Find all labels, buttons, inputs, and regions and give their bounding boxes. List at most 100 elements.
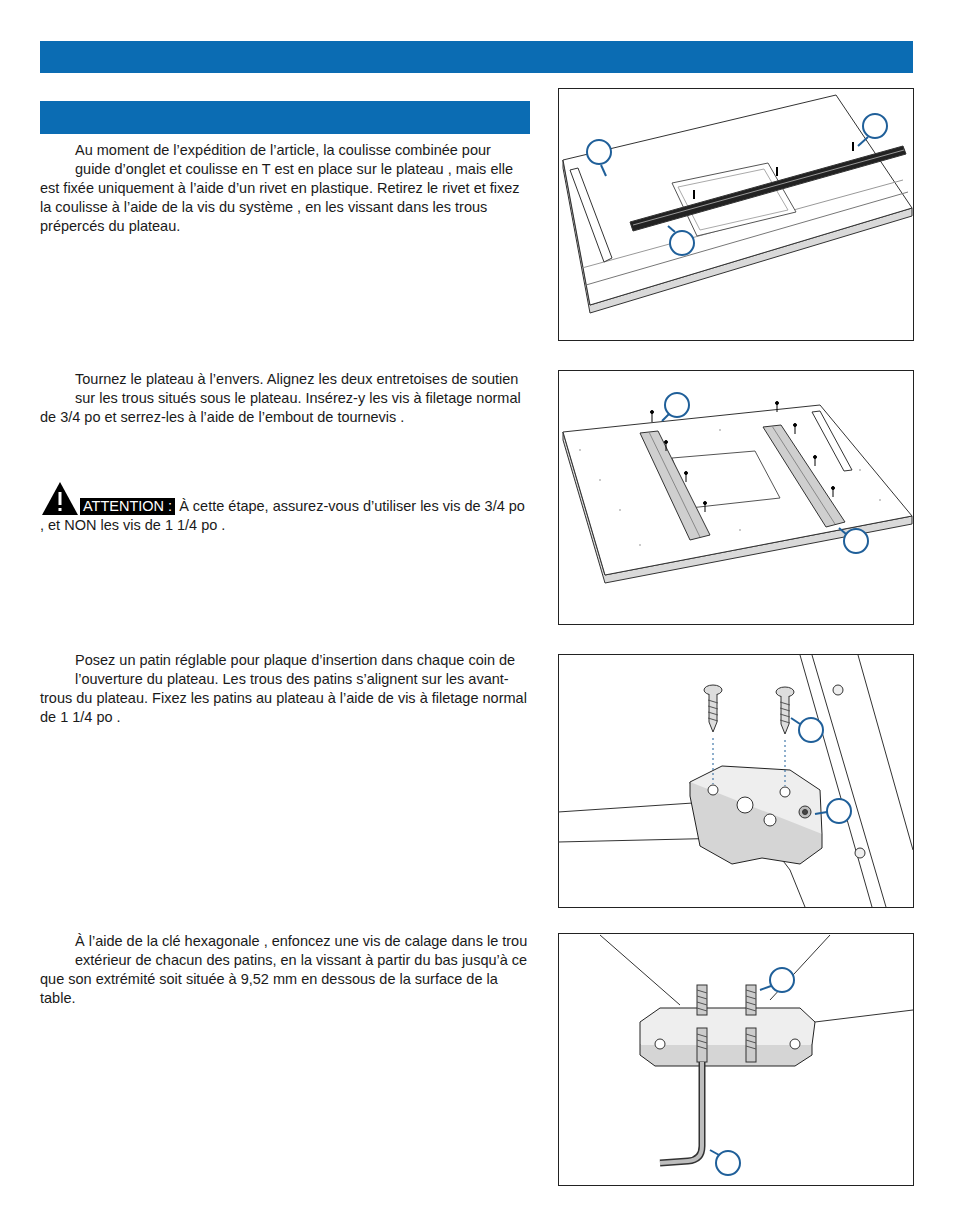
callout-circle xyxy=(716,1151,740,1175)
support-rails-figure xyxy=(640,431,710,540)
set-screw-figure xyxy=(640,1045,812,1066)
support-rails-figure xyxy=(832,487,835,490)
set-screw-figure xyxy=(697,990,756,1049)
warning-note: ATTENTION :À cette étape, assurez-vous d… xyxy=(40,497,530,535)
callout-circle xyxy=(665,393,689,417)
instruction-paragraph: Tournez le plateau à l’envers. Alignez l… xyxy=(40,370,530,427)
set-screw-figure xyxy=(655,1039,665,1049)
support-rails-figure xyxy=(579,449,581,451)
warning-symbol xyxy=(59,508,62,511)
table-top-figure xyxy=(563,95,912,305)
insert-pad-figure xyxy=(708,700,718,721)
insert-pad-figure xyxy=(709,694,717,732)
insert-pad-figure xyxy=(780,787,790,797)
insert-pad-figure xyxy=(803,810,808,815)
instruction-paragraph: Posez un patin réglable pour plaque d’in… xyxy=(40,651,530,727)
header-bar xyxy=(40,41,913,73)
set-screw-figure xyxy=(600,935,680,1005)
set-screw-figure xyxy=(660,1062,702,1163)
insert-pad-figure xyxy=(858,655,913,850)
instruction-text: Tournez le plateau à l’envers. Alignez l… xyxy=(40,371,521,425)
instruction-text: À l’aide de la clé hexagonale , enfoncez… xyxy=(40,933,527,1006)
callout-circle xyxy=(827,799,851,823)
table-top-figure xyxy=(630,146,906,231)
header-bar xyxy=(40,101,530,134)
indent-spacer xyxy=(40,141,75,179)
set-screw-figure xyxy=(746,1028,756,1062)
insert-pad-figure xyxy=(780,702,790,723)
insert-pad-figure xyxy=(800,655,872,907)
table-top-figure xyxy=(693,190,695,199)
insert-pad-figure xyxy=(764,814,776,826)
callout-circle xyxy=(799,718,823,742)
indent-spacer xyxy=(40,932,75,970)
support-rails-figure xyxy=(812,411,852,471)
support-rails-figure xyxy=(649,432,700,537)
insert-pad-figure xyxy=(785,740,786,786)
warning-symbol xyxy=(42,482,78,515)
insert-pad-figure xyxy=(708,785,718,795)
support-rails-figure xyxy=(563,405,912,575)
support-rails-figure xyxy=(794,424,797,427)
insert-pad-figure xyxy=(799,806,811,818)
support-rails-figure xyxy=(619,509,621,511)
support-rails-figure xyxy=(599,479,601,481)
callout-circle xyxy=(839,528,846,534)
insert-pad-figure xyxy=(776,687,794,697)
callout-circle xyxy=(760,986,771,990)
callout-circle xyxy=(858,137,868,146)
insert-pad-figure xyxy=(833,685,843,695)
insert-pad-figure xyxy=(855,848,865,858)
support-rails-figure xyxy=(776,402,779,405)
warning-symbol xyxy=(42,482,78,515)
figure-frame xyxy=(559,934,914,1186)
support-rails-figure xyxy=(651,402,835,513)
warning-symbol xyxy=(59,492,62,505)
table-top-figure xyxy=(570,168,612,262)
callout-circle xyxy=(844,529,868,553)
set-screw-figure xyxy=(600,935,913,1163)
insert-pad-figure xyxy=(690,782,822,864)
support-rails-figure xyxy=(665,441,668,444)
table-top-figure xyxy=(633,150,904,225)
instruction-paragraph: Au moment de l’expédition de l’article, … xyxy=(40,141,530,236)
instruction-text: Au moment de l’expédition de l’article, … xyxy=(40,142,520,234)
instruction-text: Posez un patin réglable pour plaque d’in… xyxy=(40,652,527,725)
support-rails-figure xyxy=(685,472,688,475)
support-rails-figure xyxy=(563,402,912,584)
callout-circle xyxy=(662,414,669,421)
support-rails-figure xyxy=(814,456,817,459)
support-rails-figure xyxy=(579,429,881,546)
callout-circle xyxy=(815,812,827,814)
indent-spacer xyxy=(40,651,75,689)
figure-frame xyxy=(559,89,914,341)
insert-pad-figure xyxy=(713,738,714,784)
support-rails-figure xyxy=(739,529,741,531)
table-top-figure xyxy=(852,142,854,151)
figure-frame xyxy=(559,371,914,625)
callout-circle xyxy=(587,140,611,164)
callout-circle xyxy=(587,114,887,1175)
instruction-paragraph: À l’aide de la clé hexagonale , enfoncez… xyxy=(40,932,530,1008)
set-screw-figure xyxy=(790,1039,800,1049)
support-rails-figure xyxy=(651,411,654,414)
callout-circle xyxy=(668,226,675,232)
support-rails-figure xyxy=(719,429,721,431)
support-rails-figure xyxy=(639,544,641,546)
callout-circle xyxy=(863,114,887,138)
insert-pad-figure xyxy=(812,655,886,907)
insert-pad-figure xyxy=(737,797,753,813)
support-rails-figure xyxy=(879,499,881,501)
callout-circle xyxy=(791,718,800,724)
insert-pad-figure xyxy=(781,696,789,734)
support-rails-figure xyxy=(763,425,845,527)
callout-circle xyxy=(670,231,694,255)
support-rails-figure xyxy=(704,502,707,505)
insert-pad-figure xyxy=(558,802,708,812)
set-screw-figure xyxy=(770,935,830,1000)
support-rails-figure xyxy=(859,469,861,471)
warning-label: ATTENTION : xyxy=(80,498,175,515)
warning-text: ATTENTION : xyxy=(83,498,172,514)
indent-spacer xyxy=(40,370,75,408)
table-top-figure xyxy=(563,95,912,313)
